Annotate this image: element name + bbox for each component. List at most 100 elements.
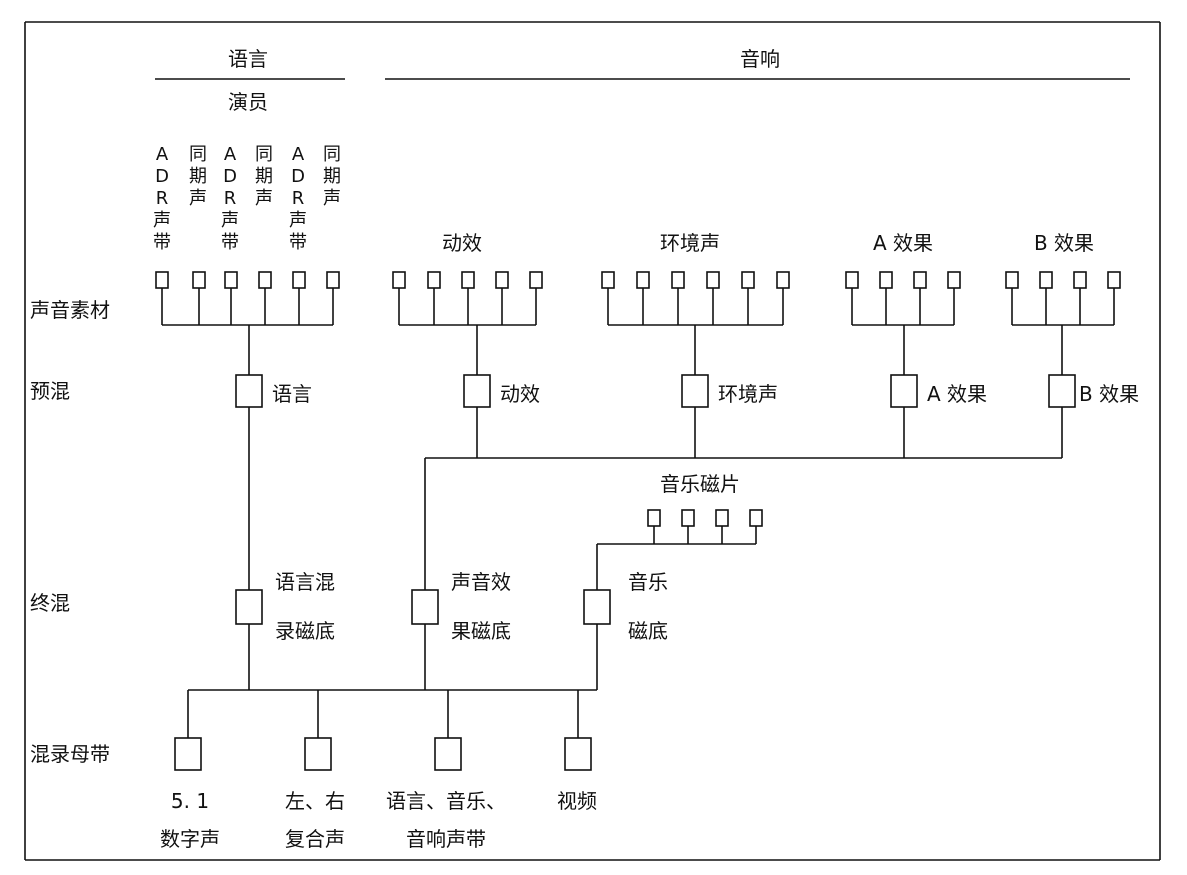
final-box-music [583,589,611,625]
stage-label-premix: 预混 [30,379,70,403]
adr-label-char: 带 [289,232,307,253]
master-label-stems: 音响声带 [406,827,486,851]
master-label-digital: 数字声 [160,827,220,851]
source-box [681,509,695,527]
source-box [879,271,893,289]
adr-label-char: A [292,144,305,165]
source-box [845,271,859,289]
premix-box-ambience [681,374,709,408]
adr-label-char: A [156,144,169,165]
premix-label-speech: 语言 [272,382,312,406]
source-group-b-effects [1005,271,1121,326]
sync-label-char: 期 [323,166,341,187]
source-box [706,271,720,289]
group-label-sfx: 动效 [442,231,482,255]
source-box [1039,271,1053,289]
stage-label-master: 混录母带 [30,742,110,766]
premix-box-b-effects [1048,374,1076,408]
sync-label-char: 声 [189,188,207,209]
master-box-stereo [304,737,332,771]
source-box [495,271,509,289]
source-box [636,271,650,289]
source-box [671,271,685,289]
source-box [913,271,927,289]
adr-label-char: 声 [289,210,307,231]
group-label-ambience: 环境声 [660,231,720,255]
sync-label-char: 期 [255,166,273,187]
source-box [427,271,441,289]
stage-label-source: 声音素材 [30,298,110,322]
adr-label-char: 带 [153,232,171,253]
source-box [155,271,169,289]
adr-label-char: 声 [153,210,171,231]
source-box [258,271,272,289]
final-label-speech: 录磁底 [275,619,335,643]
source-group-speech [155,271,340,326]
sync-label-char: 同 [323,144,341,165]
adr-label-char: R [224,188,237,209]
adr-label-char: 带 [221,232,239,253]
source-box [749,509,763,527]
sync-label-char: 同 [189,144,207,165]
sync-label-char: 声 [255,188,273,209]
adr-label-char: R [292,188,305,209]
source-box [461,271,475,289]
source-box [647,509,661,527]
final-label-effects: 果磁底 [451,619,511,643]
source-box [741,271,755,289]
master-label-digital: 5. 1 [171,789,209,813]
group-label-music-mag: 音乐磁片 [660,472,740,496]
header-speech: 语言 [228,47,268,71]
source-box [224,271,238,289]
premix-label-b-effects: B 效果 [1079,382,1139,406]
master-bus [187,624,598,738]
premix-label-ambience: 环境声 [718,382,778,406]
group-label-b-effects: B 效果 [1034,231,1094,255]
adr-label-char: D [223,166,237,187]
adr-label-char: R [156,188,169,209]
sync-label-char: 同 [255,144,273,165]
source-box [392,271,406,289]
premix-label-sfx: 动效 [500,382,540,406]
source-box [1073,271,1087,289]
source-box [192,271,206,289]
source-box [292,271,306,289]
sync-label-char: 期 [189,166,207,187]
source-box [601,271,615,289]
premix-box-a-effects [890,374,918,408]
final-label-effects: 声音效 [451,570,511,594]
source-box [715,509,729,527]
final-label-music: 磁底 [628,619,668,643]
master-label-video: 视频 [557,789,597,813]
master-label-stereo: 复合声 [285,827,345,851]
source-group-a-effects [845,271,961,326]
source-box [1107,271,1121,289]
sync-label-char: 声 [323,188,341,209]
master-box-stems [434,737,462,771]
source-box [1005,271,1019,289]
source-group-music [596,509,763,590]
source-box [326,271,340,289]
adr-label-char: D [291,166,305,187]
source-labels-speech: A D R 声 带 同 期 声 A D R 声 带 同 期 声 A D R 声 … [153,144,341,253]
group-label-a-effects: A 效果 [873,231,933,255]
header-sound: 音响 [740,47,780,71]
final-label-speech: 语言混 [275,570,335,594]
master-label-stereo: 左、右 [285,789,345,813]
premix-box-sfx [463,374,491,408]
final-box-effects [411,589,439,625]
final-label-music: 音乐 [628,570,668,594]
diagram-frame [24,21,1161,861]
adr-label-char: A [224,144,237,165]
source-group-sfx [392,271,543,326]
premix-label-a-effects: A 效果 [927,382,987,406]
source-group-ambience [601,271,790,326]
master-box-digital [174,737,202,771]
actors-label: 演员 [228,90,268,114]
source-box [776,271,790,289]
premix-box-speech [235,374,263,408]
source-box [529,271,543,289]
adr-label-char: D [155,166,169,187]
stage-label-final: 终混 [30,591,70,615]
